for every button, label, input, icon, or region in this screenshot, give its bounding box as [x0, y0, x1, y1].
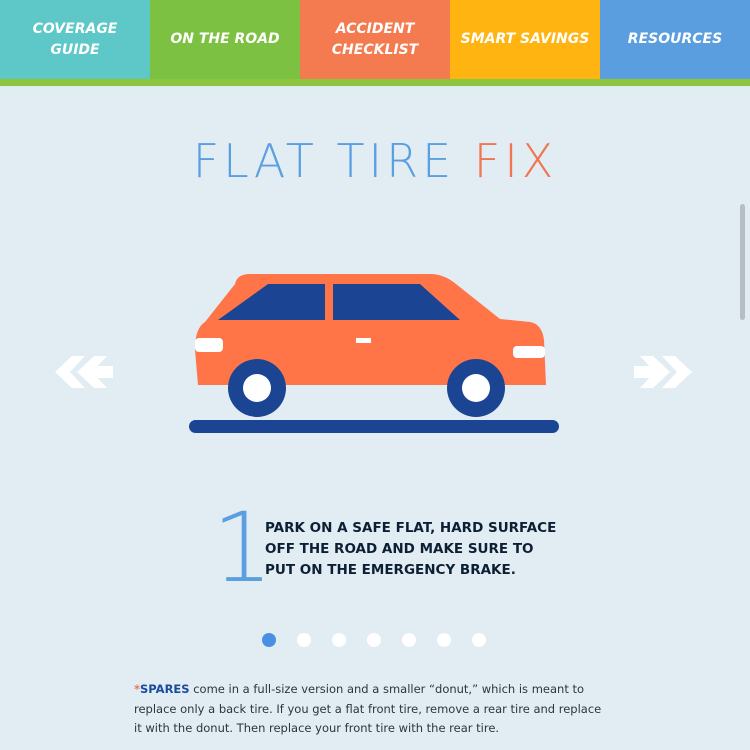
tab-coverage-guide[interactable]: COVERAGE GUIDE	[0, 0, 150, 79]
pagination-dot-5[interactable]	[402, 633, 416, 647]
active-section-underline	[0, 79, 750, 86]
tab-label: ON THE ROAD	[170, 31, 280, 47]
top-nav: COVERAGE GUIDE ON THE ROAD ACCIDENT CHEC…	[0, 0, 750, 79]
tab-label: COVERAGE GUIDE	[32, 20, 118, 58]
page-title: FLAT TIRE FIX	[0, 134, 750, 188]
tab-resources[interactable]: RESOURCES	[600, 0, 750, 79]
double-chevron-right-icon[interactable]	[634, 354, 692, 390]
title-accent: FIX	[473, 134, 558, 188]
footnote-text: come in a full-size version and a smalle…	[134, 682, 602, 735]
pagination-dot-7[interactable]	[472, 633, 486, 647]
pagination-dot-1[interactable]	[262, 633, 276, 647]
pagination-dot-3[interactable]	[332, 633, 346, 647]
step-number: 1	[212, 492, 274, 604]
title-main: FLAT TIRE	[192, 134, 456, 188]
tab-label: RESOURCES	[627, 31, 723, 47]
pagination-dot-6[interactable]	[437, 633, 451, 647]
double-chevron-left-icon[interactable]	[55, 354, 113, 390]
tab-accident-checklist[interactable]: ACCIDENT CHECKLIST	[300, 0, 450, 79]
pagination-dot-2[interactable]	[297, 633, 311, 647]
tab-label: SMART SAVINGS	[460, 31, 590, 47]
tab-label: ACCIDENT CHECKLIST	[331, 20, 419, 58]
carousel-pagination	[262, 633, 486, 647]
scrollbar-thumb[interactable]	[740, 204, 745, 320]
tab-smart-savings[interactable]: SMART SAVINGS	[450, 0, 600, 79]
footnote-keyword: SPARES	[140, 682, 190, 696]
asterisk-marker: *	[134, 682, 141, 696]
tab-on-the-road[interactable]: ON THE ROAD	[150, 0, 300, 79]
car-icon	[189, 274, 559, 433]
step-instruction: PARK ON A SAFE FLAT, HARD SURFACE OFF TH…	[265, 520, 557, 578]
spares-footnote: *SPARES come in a full-size version and …	[134, 680, 604, 739]
pagination-dot-4[interactable]	[367, 633, 381, 647]
